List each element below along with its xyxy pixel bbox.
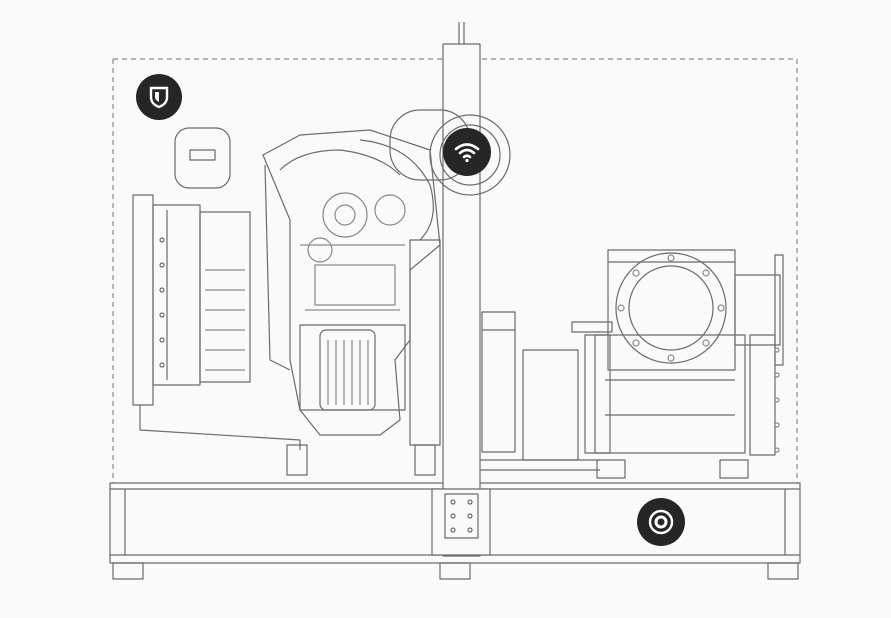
radiator bbox=[132, 127, 308, 476]
pump-body bbox=[571, 249, 784, 479]
wifi-icon bbox=[454, 143, 480, 163]
lifting-column bbox=[431, 22, 491, 557]
engine-block bbox=[262, 109, 511, 476]
outlet-hotspot[interactable] bbox=[637, 498, 685, 546]
coupling-bracket bbox=[480, 311, 600, 471]
pipe-outlet-icon bbox=[648, 509, 674, 535]
wifi-hotspot[interactable] bbox=[443, 128, 491, 176]
shield-hotspot[interactable] bbox=[136, 74, 182, 120]
shield-icon bbox=[149, 86, 169, 109]
